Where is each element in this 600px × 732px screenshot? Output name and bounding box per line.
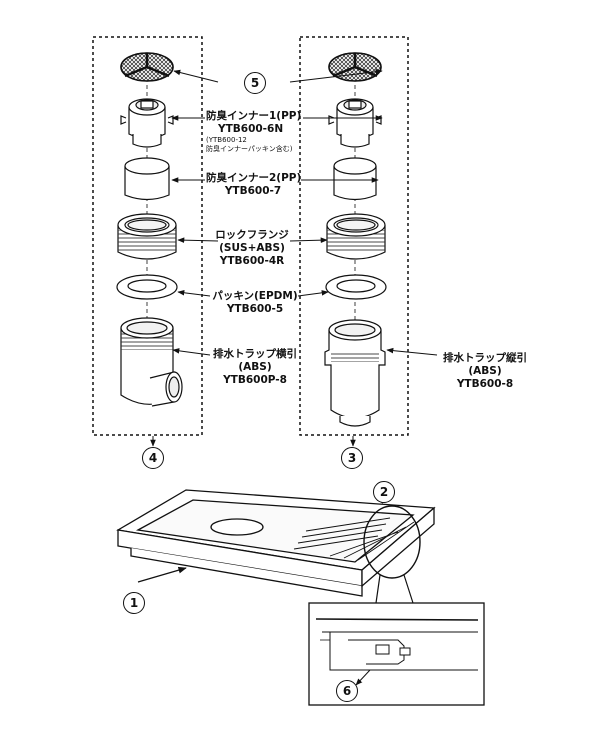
marker-6: 6 (336, 680, 358, 702)
label-lock-flange: ロックフランジ (SUS+ABS) YTB600-4R (210, 229, 294, 268)
label-lock-flange-name: ロックフランジ (215, 229, 289, 241)
leader-arrows (150, 68, 438, 447)
label-drain-trap-vertical-material: (ABS) (468, 365, 502, 377)
label-drain-trap-vertical-name: 排水トラップ縦引 (443, 352, 527, 364)
marker-4: 4 (142, 447, 164, 469)
lock-flange (117, 213, 177, 260)
label-odor-inner-1-note2: 防臭インナーパッキン含む) (206, 145, 293, 153)
label-odor-inner-2: 防臭インナー2(PP) YTB600-7 (206, 172, 302, 198)
label-drain-trap-horizontal-code: YTB600P-8 (223, 374, 287, 386)
packing (116, 274, 178, 300)
label-odor-inner-1-code: YTB600-6N (218, 123, 284, 135)
label-drain-trap-horizontal-name: 排水トラップ横引 (213, 348, 297, 360)
marker-5: 5 (244, 72, 266, 94)
horizontal-set-box (92, 36, 203, 436)
odor-inner-2 (124, 157, 170, 201)
label-drain-trap-horizontal-material: (ABS) (238, 361, 272, 373)
label-odor-inner-1-note1: (YTB600-12 (206, 136, 247, 144)
strainer-cover (120, 52, 174, 82)
label-drain-trap-vertical-code: YTB600-8 (456, 378, 514, 390)
marker-1: 1 (123, 592, 145, 614)
label-lock-flange-code: YTB600-4R (219, 255, 285, 267)
sink-tray (116, 489, 436, 597)
label-odor-inner-2-code: YTB600-7 (224, 185, 282, 197)
lock-flange (326, 213, 386, 260)
odor-inner-1 (328, 98, 382, 148)
label-packing-code: YTB600-5 (226, 303, 284, 315)
left-column-parts (116, 52, 183, 407)
label-drain-trap-vertical: 排水トラップ縦引 (ABS) YTB600-8 (438, 352, 532, 391)
label-drain-trap-horizontal: 排水トラップ横引 (ABS) YTB600P-8 (210, 348, 300, 387)
right-column-parts (324, 52, 387, 427)
drain-trap-vertical (324, 319, 386, 427)
odor-inner-2 (333, 157, 377, 201)
label-lock-flange-material: (SUS+ABS) (219, 242, 285, 254)
drain-trap-horizontal (120, 317, 183, 407)
marker-2: 2 (373, 481, 395, 503)
label-packing-name: パッキン(EPDM) (212, 290, 298, 302)
label-odor-inner-2-name: 防臭インナー2(PP) (206, 172, 302, 184)
label-odor-inner-1-name: 防臭インナー1(PP) (206, 110, 302, 122)
vertical-set-box (299, 36, 409, 436)
label-packing: パッキン(EPDM) YTB600-5 (210, 290, 300, 316)
strainer-cover (328, 52, 382, 82)
label-odor-inner-1: 防臭インナー1(PP) YTB600-6N (YTB600-12 防臭インナーパ… (206, 110, 301, 154)
odor-inner-1 (120, 98, 174, 148)
packing (325, 274, 387, 300)
marker-3: 3 (341, 447, 363, 469)
